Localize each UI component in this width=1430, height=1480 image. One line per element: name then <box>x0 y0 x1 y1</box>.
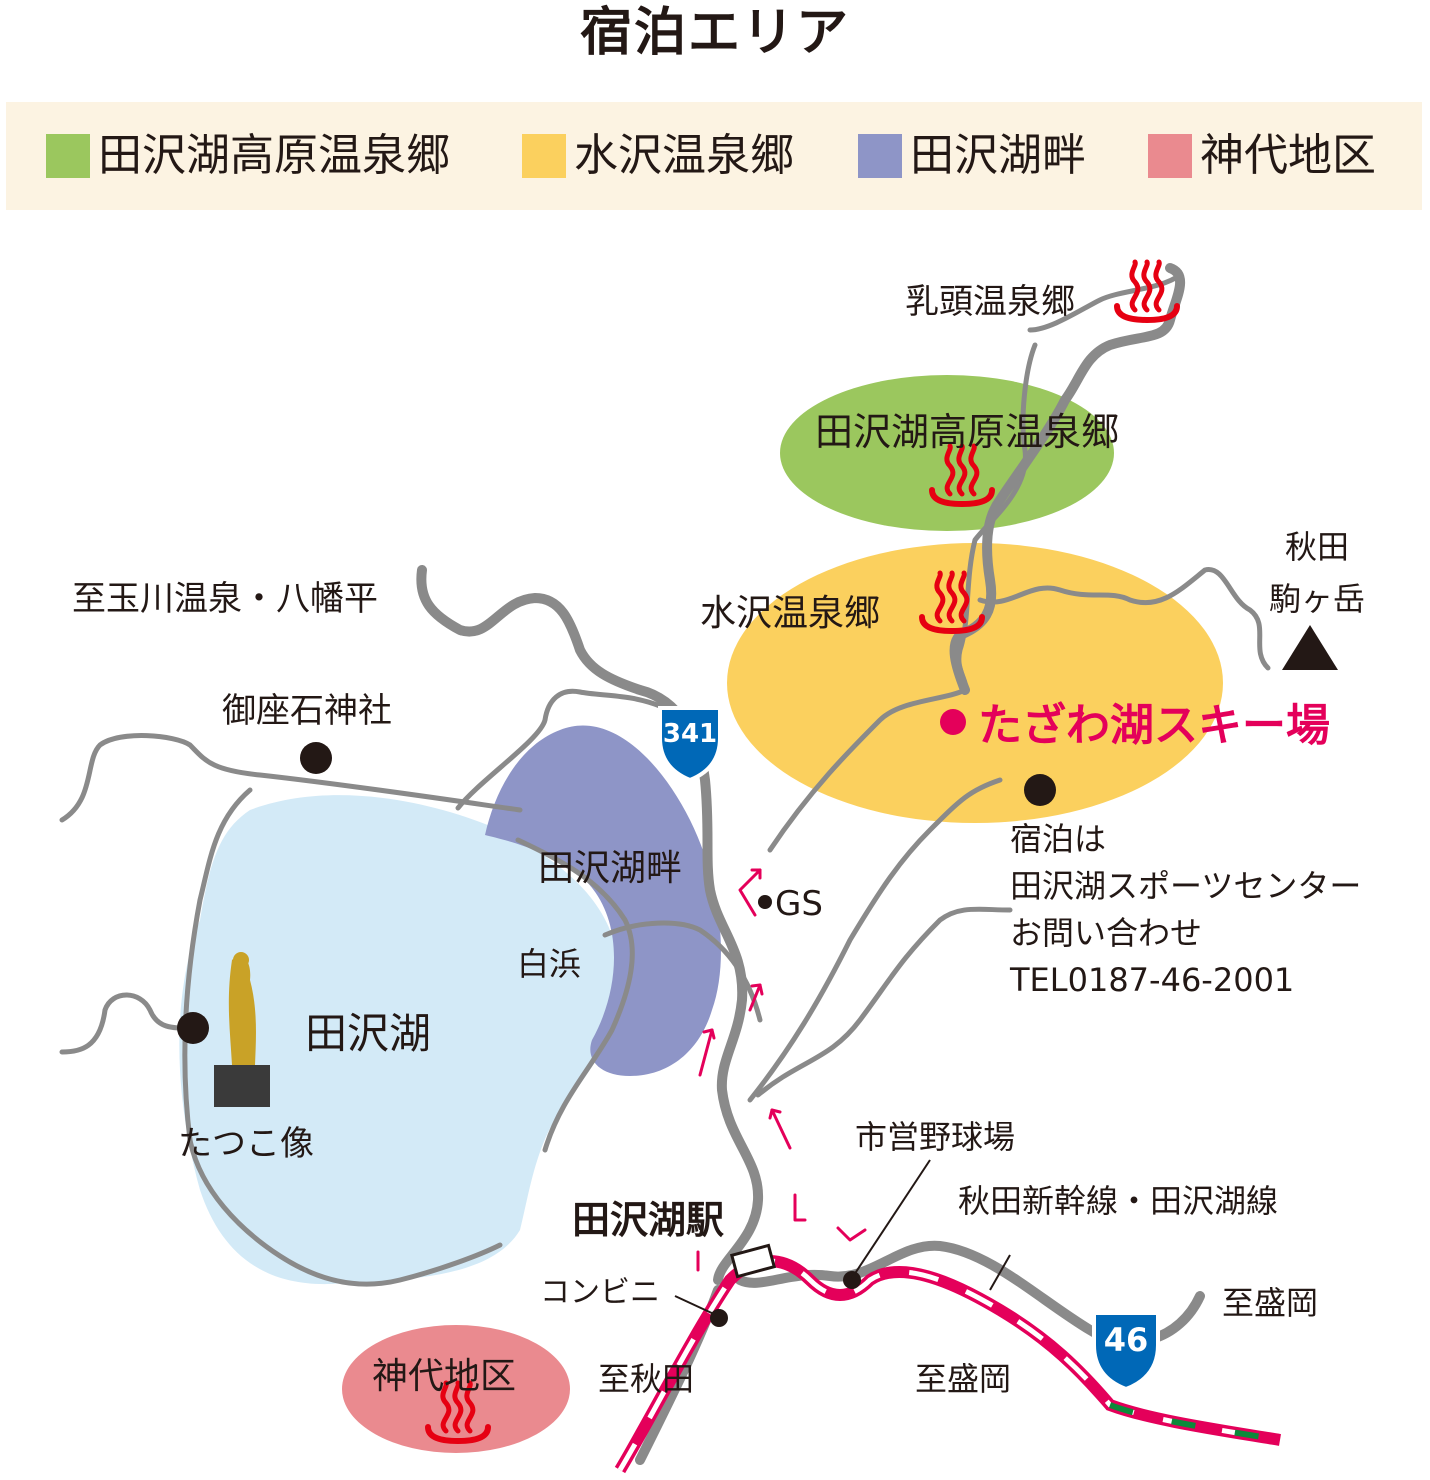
dot-konbini <box>710 1309 728 1327</box>
label-jindai: 神代地区 <box>372 1356 516 1397</box>
shinkansen-line <box>614 1255 1281 1474</box>
label-mizusawa: 水沢温泉郷 <box>700 593 880 634</box>
label-gozanoishi: 御座石神社 <box>222 691 392 731</box>
label-komagatake-1: 秋田 <box>1285 528 1349 566</box>
route-46-label: 46 <box>1104 1321 1149 1359</box>
stay-note-4: TEL0187-46-2001 <box>1009 961 1294 999</box>
label-nyuto: 乳頭温泉郷 <box>905 282 1075 322</box>
leader-lines <box>674 1159 1011 1316</box>
station-icon <box>729 1243 777 1279</box>
legend-swatch-kogen <box>46 134 90 178</box>
area-kohan <box>485 725 721 1076</box>
label-ski-resort: たざわ湖スキー場 <box>978 700 1330 751</box>
dot-ski-resort <box>940 709 966 735</box>
label-konbini: コンビニ <box>540 1275 660 1310</box>
label-gs: GS <box>775 884 823 924</box>
label-to-akita: 至秋田 <box>598 1360 694 1398</box>
label-tamagawa: 至玉川温泉・八幡平 <box>72 579 378 619</box>
label-shirahama: 白浜 <box>517 945 581 983</box>
area-mizusawa <box>727 543 1223 823</box>
stay-note-2: 田沢湖スポーツセンター <box>1010 867 1361 905</box>
legend-swatch-jindai <box>1148 134 1192 178</box>
dot-baseball <box>843 1271 861 1289</box>
label-to-morioka-1: 至盛岡 <box>1222 1284 1318 1322</box>
legend-label-jindai: 神代地区 <box>1200 130 1376 181</box>
route-shield-icon: 341 <box>658 706 722 783</box>
label-lake: 田沢湖 <box>305 1009 431 1058</box>
label-shinkansen: 秋田新幹線・田沢湖線 <box>958 1182 1278 1220</box>
page-title: 宿泊エリア <box>579 3 850 63</box>
dot-gozanoishi <box>300 742 332 774</box>
legend-item-kohan: 田沢湖畔 <box>858 102 1086 210</box>
label-komagatake-2: 駒ヶ岳 <box>1269 580 1365 618</box>
legend-label-kohan: 田沢湖畔 <box>910 130 1086 181</box>
route-shield-icon: 46 <box>1092 1311 1160 1392</box>
legend-label-kogen: 田沢湖高原温泉郷 <box>98 130 450 181</box>
mountain-icon <box>1282 625 1338 670</box>
stay-note-1: 宿泊は <box>1010 820 1106 858</box>
label-kogen: 田沢湖高原温泉郷 <box>815 410 1119 454</box>
stay-note-3: お問い合わせ <box>1010 914 1202 952</box>
label-to-morioka-2: 至盛岡 <box>915 1360 1011 1398</box>
lake-tazawa <box>179 795 621 1285</box>
legend-item-jindai: 神代地区 <box>1148 102 1376 210</box>
label-station: 田沢湖駅 <box>572 1198 724 1242</box>
dot-tatsuko <box>177 1012 209 1044</box>
legend-item-mizusawa: 水沢温泉郷 <box>522 102 794 210</box>
dot-gs <box>758 895 772 909</box>
legend-swatch-mizusawa <box>522 134 566 178</box>
label-tatsuko: たつこ像 <box>178 1124 314 1164</box>
statue-icon <box>214 952 270 1107</box>
legend-item-kogen: 田沢湖高原温泉郷 <box>46 102 450 210</box>
dot-sports-center <box>1024 774 1056 806</box>
label-baseball: 市営野球場 <box>855 1118 1015 1156</box>
label-kohan: 田沢湖畔 <box>538 848 682 889</box>
legend: 田沢湖高原温泉郷 水沢温泉郷 田沢湖畔 神代地区 <box>6 102 1422 210</box>
minor-roads <box>59 272 1271 1287</box>
route-arrows <box>696 868 867 1272</box>
legend-label-mizusawa: 水沢温泉郷 <box>574 130 794 181</box>
legend-swatch-kohan <box>858 134 902 178</box>
route-341-label: 341 <box>663 719 717 749</box>
